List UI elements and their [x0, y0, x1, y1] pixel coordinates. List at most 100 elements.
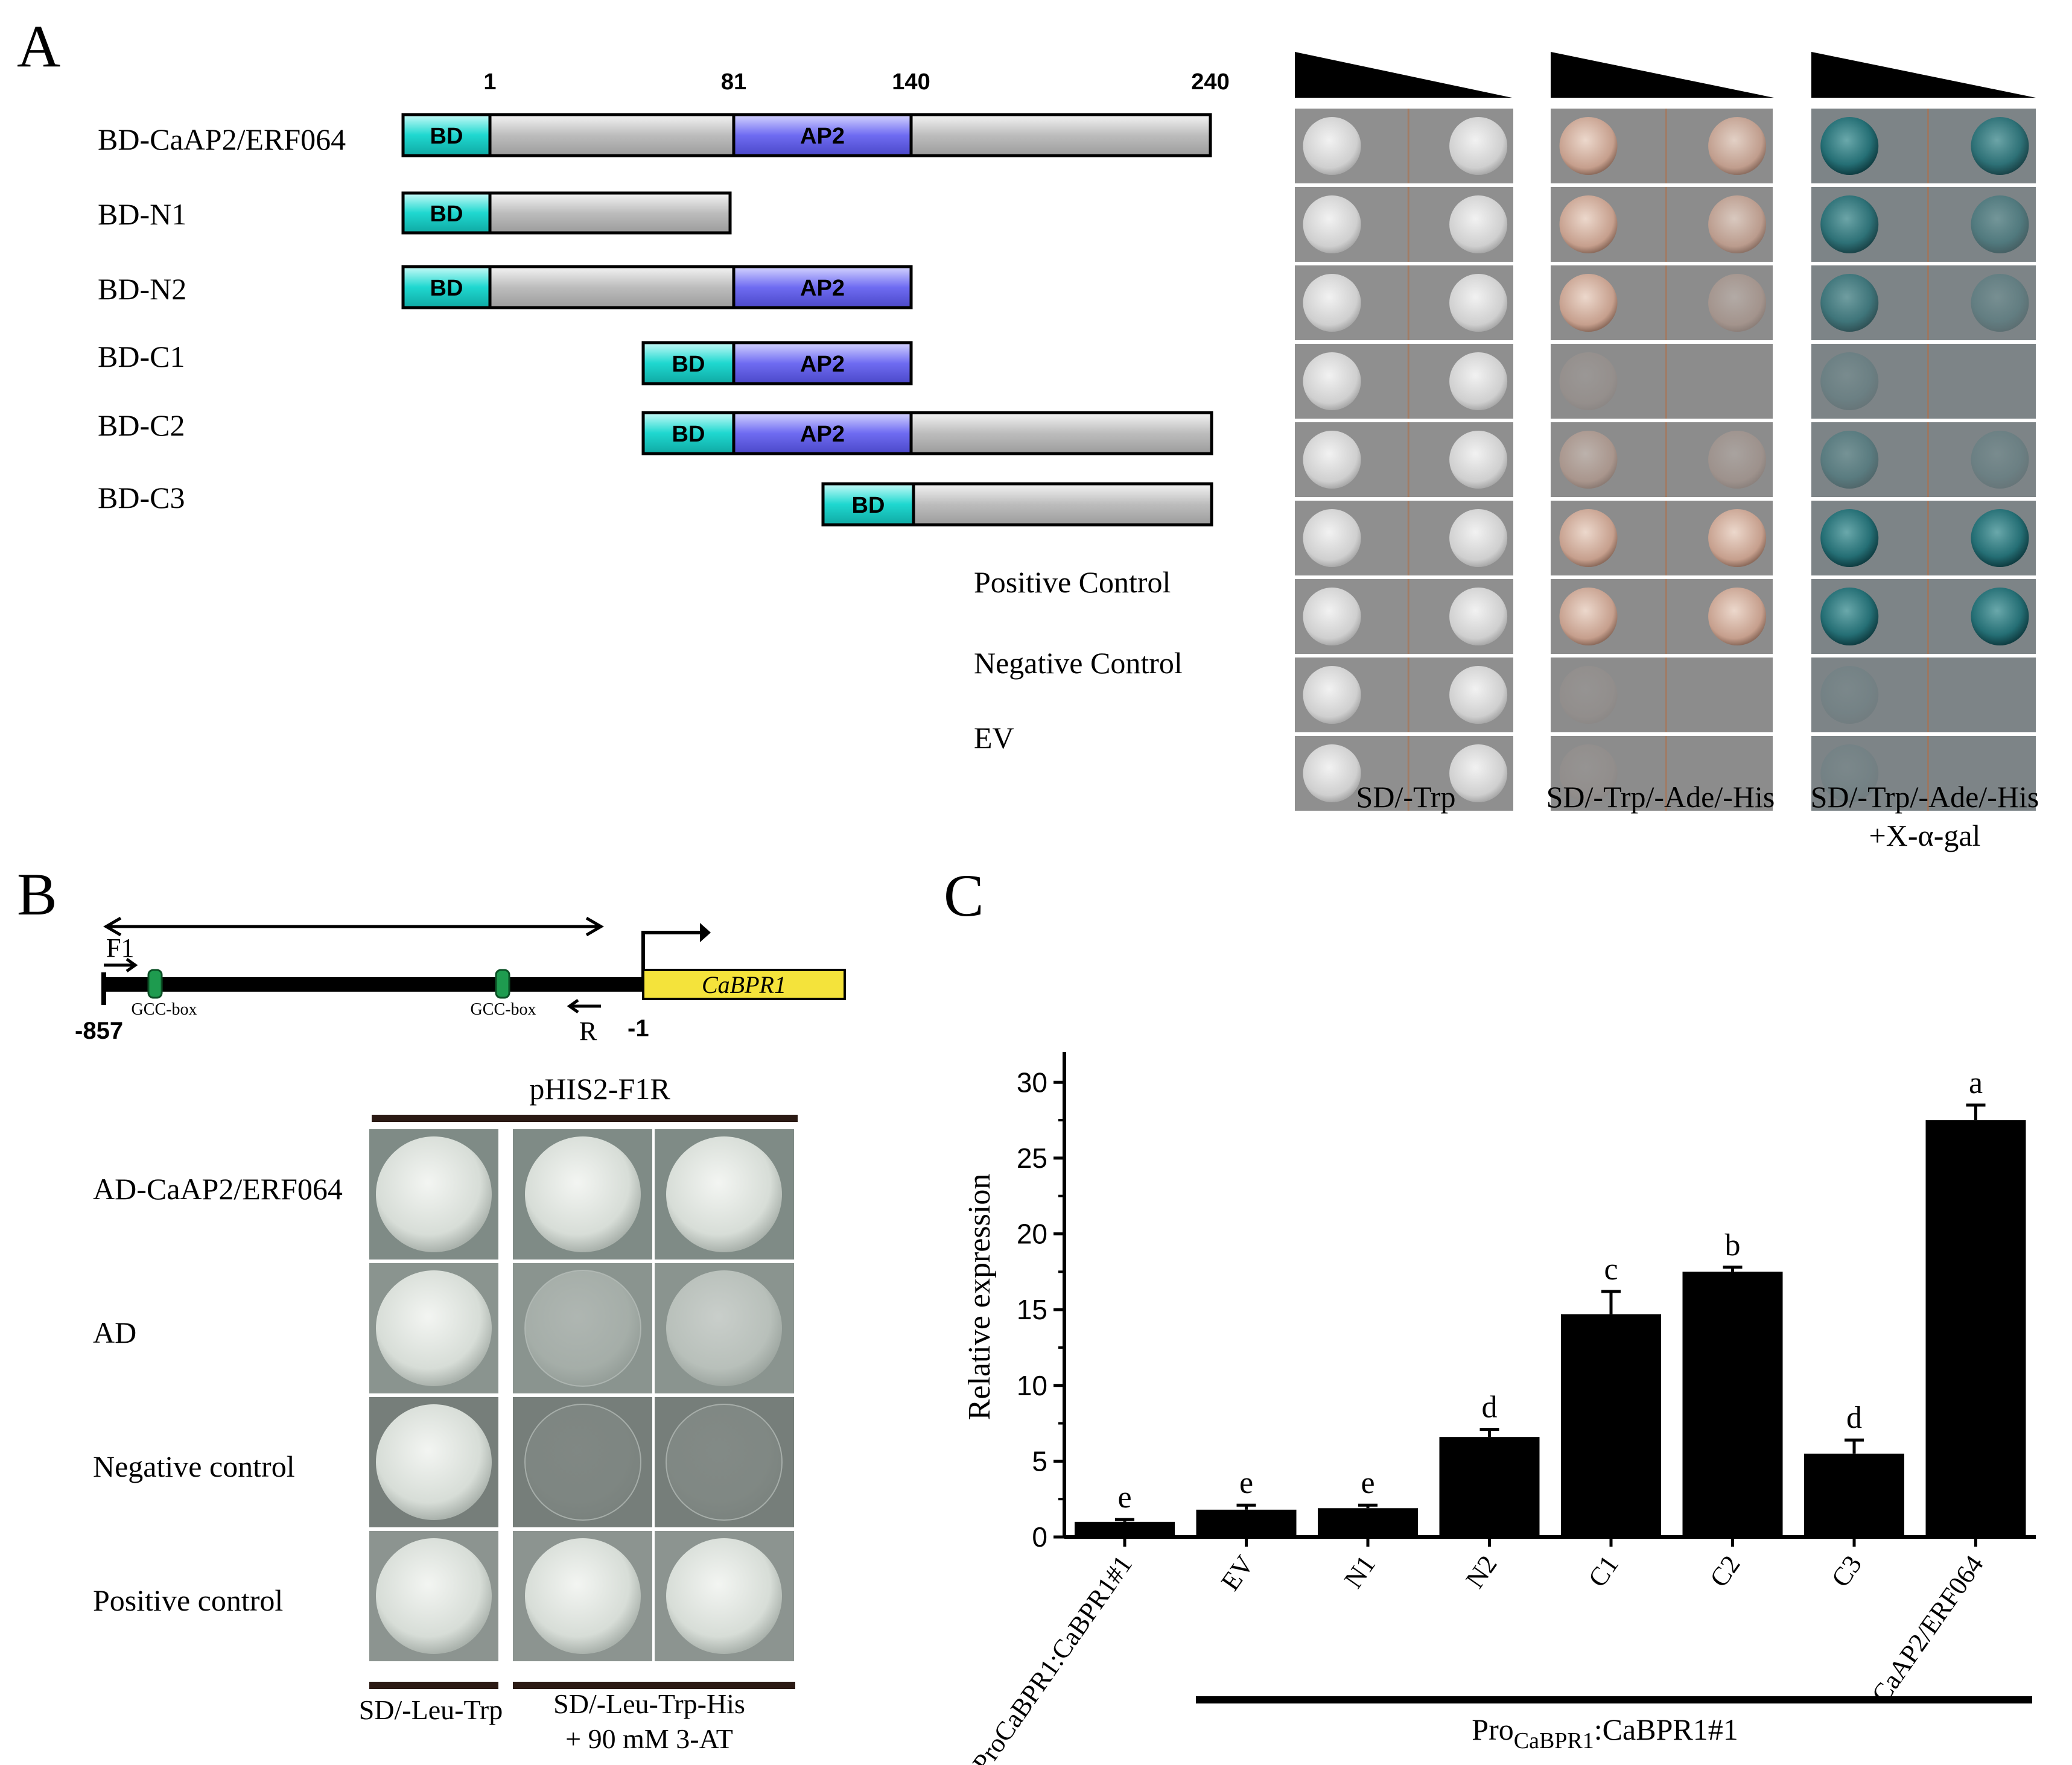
yeast-colony	[1303, 431, 1361, 489]
colony-outline	[524, 1270, 641, 1387]
significance-letter: d	[1482, 1390, 1498, 1425]
dilution-wedges	[1295, 52, 2036, 98]
yeast-colony	[1303, 509, 1361, 567]
panel-b: B GCC-box GCC-box F1 R CaBPR1	[17, 861, 846, 1754]
bar	[1196, 1509, 1297, 1537]
position-1: 1	[483, 69, 496, 95]
group-underline	[1196, 1696, 2032, 1703]
media-bar	[369, 1682, 498, 1689]
yeast-colony	[1708, 431, 1767, 489]
significance-letter: c	[1604, 1252, 1618, 1287]
row-label: AD-CaAP2/ERF064	[93, 1172, 343, 1206]
primer-r-label: R	[579, 1016, 597, 1046]
media-label: + 90 mM 3-AT	[565, 1723, 733, 1754]
yeast-colony	[1559, 588, 1618, 645]
yeast-one-hybrid-plates	[369, 1129, 794, 1661]
gcc-box-label: GCC-box	[471, 1000, 536, 1019]
yeast-colony	[1559, 509, 1618, 567]
yeast-colony	[1303, 744, 1361, 802]
yeast-colony	[1820, 588, 1879, 645]
position-start: -857	[75, 1018, 123, 1044]
yeast-colony	[1449, 431, 1508, 489]
x-tick-label: C2	[1704, 1550, 1746, 1592]
yeast-colony	[1303, 195, 1361, 253]
yeast-colony	[1449, 588, 1508, 645]
bait-label: pHIS2-F1R	[529, 1072, 670, 1106]
construct-label: BD-C3	[98, 481, 185, 515]
yeast-colony	[1449, 274, 1508, 332]
y-axis-label: Relative expression	[962, 1174, 997, 1421]
y-tick-label: 15	[1017, 1294, 1047, 1325]
x-tick-label: C3	[1826, 1550, 1868, 1592]
y-tick-label: 5	[1032, 1445, 1047, 1477]
yeast-colony	[1559, 431, 1618, 489]
media-label: +X-α-gal	[1869, 819, 1981, 852]
yeast-colony	[525, 1136, 641, 1252]
yeast-colony	[1820, 195, 1879, 253]
significance-letter: e	[1361, 1466, 1374, 1500]
yeast-colony	[1559, 666, 1618, 724]
yeast-colony	[376, 1270, 492, 1386]
construct-label: BD-C2	[98, 408, 185, 442]
yeast-colony	[666, 1270, 782, 1386]
tss-arrow	[641, 931, 700, 983]
yeast-colony	[1971, 509, 2029, 567]
gcc-box-icon	[495, 969, 510, 999]
yeast-colony	[1449, 744, 1508, 802]
yeast-colony	[1559, 117, 1618, 175]
y-tick-label: 10	[1017, 1370, 1047, 1401]
yeast-colony	[376, 1404, 492, 1520]
y-tick-label: 0	[1032, 1521, 1047, 1553]
bar	[1925, 1120, 2026, 1537]
panel-a: A 1 81 140 240 BD-CaAP2/ERF064 BD-N1 BD-…	[17, 13, 2039, 852]
y-tick-label: 30	[1017, 1066, 1047, 1098]
yeast-colony	[1708, 117, 1767, 175]
gene-box	[642, 969, 846, 1000]
ap2-domain-label: AP2	[800, 124, 845, 149]
yeast-colony	[1559, 195, 1618, 253]
media-label: SD/-Trp/-Ade/-His	[1546, 780, 1775, 814]
bait-bar	[372, 1115, 798, 1122]
significance-letter: e	[1239, 1466, 1253, 1500]
significance-letter: a	[1969, 1066, 1983, 1100]
bd-domain-label: BD	[672, 352, 705, 377]
gene-label: CaBPR1	[702, 971, 786, 998]
panel-a-letter: A	[17, 13, 60, 80]
position-81: 81	[721, 69, 746, 95]
yeast-colony	[1820, 666, 1879, 724]
yeast-colony	[1820, 744, 1879, 802]
yeast-colony	[1708, 274, 1767, 332]
y-tick-label: 20	[1017, 1218, 1047, 1250]
media-label: SD/-Trp	[1356, 780, 1456, 814]
bd-domain-label: BD	[852, 493, 885, 518]
yeast-colony	[1820, 117, 1879, 175]
media-label: SD/-Leu-Trp	[359, 1694, 503, 1725]
position-240: 240	[1191, 69, 1229, 95]
yeast-colony	[1708, 509, 1767, 567]
significance-letter: b	[1725, 1228, 1741, 1263]
row-label: AD	[93, 1316, 136, 1349]
construct-label: BD-N1	[98, 197, 186, 231]
yeast-colony	[1303, 666, 1361, 724]
primer-f1-label: F1	[106, 933, 134, 963]
construct-diagrams	[401, 113, 1213, 527]
bd-domain-label: BD	[672, 422, 705, 447]
panel-b-letter: B	[17, 861, 57, 928]
control-label: EV	[974, 721, 1014, 755]
yeast-colony	[376, 1538, 492, 1654]
yeast-colony	[1820, 431, 1879, 489]
construct-label: BD-N2	[98, 272, 186, 306]
bd-domain-label: BD	[430, 124, 463, 149]
yeast-colony	[1971, 588, 2029, 645]
significance-letter: d	[1846, 1401, 1862, 1435]
x-tick-label: N2	[1460, 1550, 1503, 1594]
spot-assay-plates	[1295, 109, 2036, 814]
media-label: SD/-Trp/-Ade/-His	[1811, 780, 2039, 814]
yeast-colony	[1559, 744, 1618, 802]
position-end: -1	[628, 1015, 649, 1042]
control-label: Positive Control	[974, 565, 1171, 599]
yeast-colony	[1303, 274, 1361, 332]
construct-label: BD-C1	[98, 340, 185, 373]
bar	[1682, 1272, 1783, 1537]
